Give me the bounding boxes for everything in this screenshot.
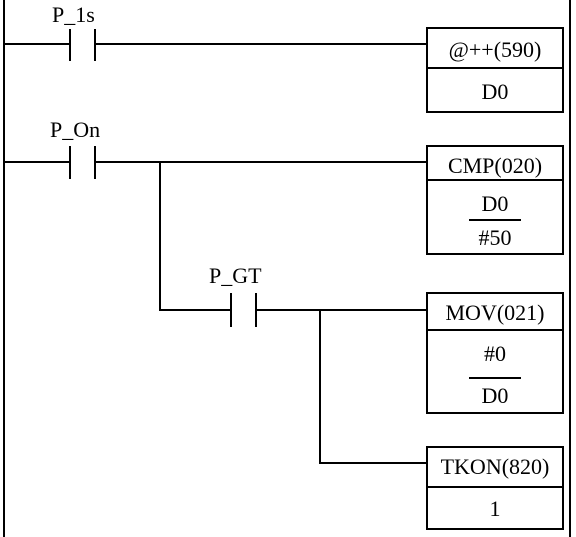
operand-mov-1: #0: [484, 341, 506, 366]
contact-p-on: P_On: [50, 117, 100, 179]
operand-inc-1: D0: [482, 79, 509, 104]
instruction-name-tkon: TKON(820): [441, 454, 550, 479]
instruction-box-inc: @++(590) D0: [426, 27, 564, 113]
contact-p-1s: P_1s: [52, 2, 96, 61]
contact-p-gt: P_GT: [209, 263, 262, 327]
contact-p-1s-label: P_1s: [52, 2, 95, 27]
contact-p-gt-label: P_GT: [209, 263, 262, 288]
instruction-name-cmp: CMP(020): [448, 153, 542, 178]
rung-2: P_On CMP(020) D0 #50 P_GT MOV(021) #0 D0: [3, 117, 564, 530]
instruction-name-mov: MOV(021): [446, 300, 545, 325]
instruction-box-mov: MOV(021) #0 D0: [426, 292, 564, 414]
instruction-box-tkon: TKON(820) 1: [426, 446, 564, 530]
instruction-box-cmp: CMP(020) D0 #50: [426, 145, 564, 255]
instruction-name-inc: @++(590): [449, 37, 542, 62]
operand-cmp-2: #50: [479, 225, 512, 250]
operand-tkon-1: 1: [490, 496, 501, 521]
contact-p-on-label: P_On: [50, 117, 100, 142]
operand-mov-2: D0: [482, 383, 509, 408]
rung-1: P_1s @++(590) D0: [3, 2, 564, 113]
operand-cmp-1: D0: [482, 191, 509, 216]
